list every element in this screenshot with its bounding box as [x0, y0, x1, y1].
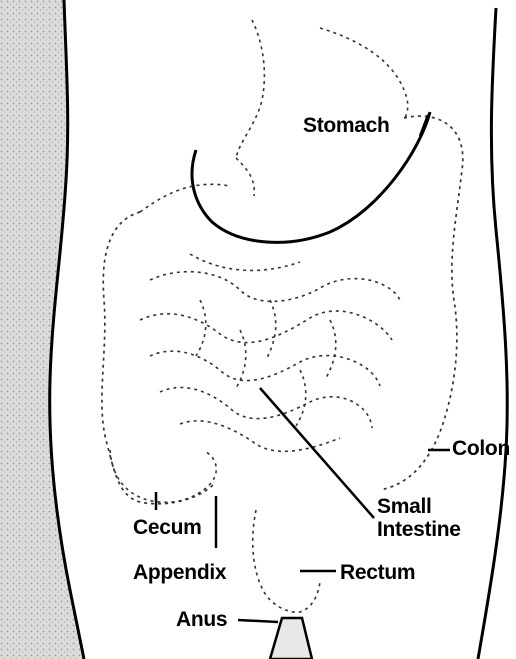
rectum-label: Rectum: [340, 562, 415, 583]
small-intestine-coils: [140, 272, 400, 452]
anus-label: Anus: [176, 609, 227, 630]
colon-outline: [102, 116, 463, 504]
anus-shape: [270, 618, 312, 659]
right-torso-outline: [478, 8, 507, 659]
small-intestine-leader: [260, 388, 374, 518]
appendix-label: Appendix: [133, 562, 226, 583]
anus-leader: [238, 620, 278, 622]
left-body-shading: [0, 0, 84, 659]
colon-label: Colon: [452, 438, 510, 459]
small-intestine-label: Small Intestine: [377, 495, 461, 541]
stomach-fold: [236, 158, 254, 196]
rectum-outline: [253, 510, 320, 612]
small-intestine-label-line1: Small: [377, 495, 461, 518]
esophagus-outline: [236, 20, 264, 158]
small-intestine-label-line2: Intestine: [377, 518, 461, 541]
cecum-label: Cecum: [133, 517, 202, 538]
stomach-upper-outline: [320, 28, 408, 120]
stomach-label: Stomach: [303, 115, 390, 136]
